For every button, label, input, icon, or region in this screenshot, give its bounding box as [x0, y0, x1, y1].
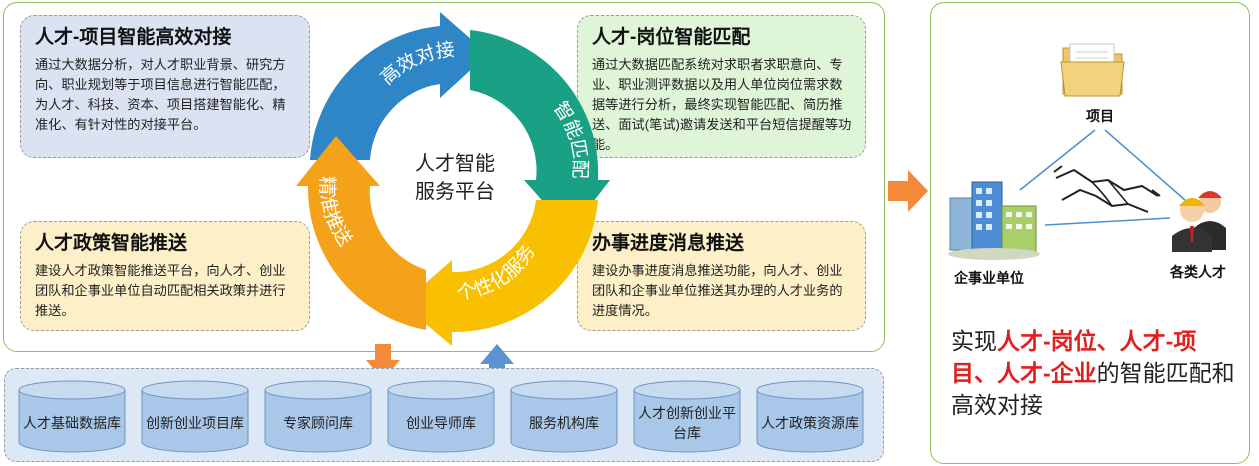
segment-smart-matching [470, 30, 610, 232]
people-icon [1172, 191, 1226, 252]
database-label: 创业导师库 [406, 415, 476, 431]
progress-push-desc: 建设办事进度消息推送功能，向人才、创业团队和企事业单位推送其办理的人才业务的进度… [592, 263, 843, 318]
right-arrow-icon [888, 170, 928, 212]
up-arrow-icon [480, 344, 514, 380]
segment-precise-push [296, 136, 426, 330]
database-label: 专家顾问库 [283, 415, 353, 431]
database-label: 人才创新创业平台库 [638, 405, 736, 441]
conclusion-pre: 实现 [951, 328, 997, 354]
connection-lines [1019, 129, 1186, 226]
talent-job-box: 人才-岗位智能匹配 通过大数据匹配系统对求职者求职意向、专业、职业测评数据以及用… [577, 15, 866, 158]
database-startup-mentor: 创业导师库 [387, 380, 495, 454]
database-service-agency: 服务机构库 [510, 380, 618, 454]
progress-push-title: 办事进度消息推送 [592, 233, 745, 254]
database-talent-basic: 人才基础数据库 [18, 380, 126, 454]
policy-push-desc: 建设人才政策智能推送平台，向人才、创业团队和企事业单位自动匹配相关政策并进行推送… [35, 263, 286, 318]
database-innovation-platform: 人才创新创业平台库 [633, 380, 741, 454]
segment-personalized-service [402, 200, 598, 346]
down-arrow-icon [366, 344, 400, 380]
talent-label: 各类人才 [1170, 264, 1226, 280]
conclusion-highlight: 人才-岗位、人才-项目、人才-企业 [951, 328, 1197, 386]
segment-efficient-docking [310, 12, 488, 160]
database-label: 人才政策资源库 [761, 415, 859, 431]
talent-project-title: 人才-项目智能高效对接 [35, 27, 232, 48]
policy-push-box: 人才政策智能推送 建设人才政策智能推送平台，向人才、创业团队和企事业单位自动匹配… [20, 221, 310, 331]
conclusion-text: 实现人才-岗位、人才-项目、人才-企业的智能匹配和高效对接 [951, 325, 1241, 421]
database-label: 服务机构库 [529, 415, 599, 431]
policy-push-title: 人才政策智能推送 [35, 233, 188, 254]
talent-job-desc: 通过大数据匹配系统对求职者求职意向、专业、职业测评数据以及用人单位岗位需求数据等… [592, 57, 852, 152]
database-expert-advisor: 专家顾问库 [264, 380, 372, 454]
building-icon [948, 181, 1040, 260]
talent-project-desc: 通过大数据分析，对人才职业背景、研究方向、职业规划等于项目信息进行智能匹配，为人… [35, 57, 286, 132]
project-label: 项目 [1086, 108, 1114, 124]
handshake-icon [1053, 165, 1161, 213]
database-talent-policy: 人才政策资源库 [756, 380, 864, 454]
folder-icon [1060, 43, 1125, 97]
conclusion-post: 的智能匹配和高效对接 [951, 360, 1235, 418]
database-label: 人才基础数据库 [23, 415, 121, 431]
database-innovation-project: 创新创业项目库 [141, 380, 249, 454]
cycle-center-line1: 人才智能 [415, 152, 495, 175]
talent-project-box: 人才-项目智能高效对接 通过大数据分析，对人才职业背景、研究方向、职业规划等于项… [20, 15, 310, 158]
talent-job-title: 人才-岗位智能匹配 [592, 27, 751, 48]
progress-push-box: 办事进度消息推送 建设办事进度消息推送功能，向人才、创业团队和企事业单位推送其办… [577, 221, 866, 331]
database-label: 创新创业项目库 [146, 415, 244, 431]
cycle-center-line2: 服务平台 [415, 180, 495, 203]
enterprise-label: 企事业单位 [954, 270, 1024, 286]
service-cycle-diagram: 高效对接 智能匹配 个性化服务 精准推送 人才智能 服务平台 [296, 12, 610, 346]
